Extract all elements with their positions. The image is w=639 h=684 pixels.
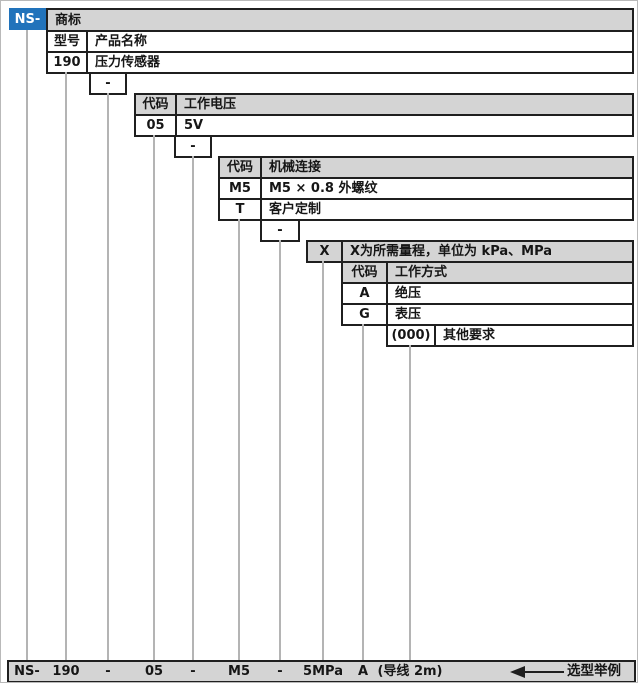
connector-line-mech [238, 219, 240, 661]
mech-desc-cell-t: 客户定制 [260, 198, 634, 221]
mech-header: 机械连接 [260, 156, 634, 179]
separator-cell-3: - [260, 219, 300, 242]
connector-line-model [65, 72, 67, 661]
mode-header: 工作方式 [386, 261, 634, 284]
mode-desc-cell-a: 绝压 [386, 282, 634, 305]
other-desc-cell: 其他要求 [434, 324, 634, 347]
connector-line-voltage [153, 135, 155, 661]
other-code-cell: (000) [386, 324, 436, 347]
example-token-mech: M5 [228, 664, 250, 679]
example-bar [7, 660, 636, 682]
separator-cell-2: - [174, 135, 212, 158]
example-token-sep3: - [277, 664, 283, 679]
mode-code-header: 代码 [341, 261, 388, 284]
example-token-model: 190 [52, 664, 80, 679]
example-token-lead: (导线 2m) [377, 664, 443, 679]
left-arrow-shaft [523, 670, 564, 673]
connector-line-prefix [26, 30, 28, 661]
voltage-value-cell: 5V [175, 114, 634, 137]
left-arrow-icon [510, 665, 525, 678]
voltage-code-header: 代码 [134, 93, 177, 116]
model-column-header: 型号 [46, 30, 88, 53]
product-name-cell: 压力传感器 [86, 51, 634, 74]
connector-line-sep1 [107, 93, 109, 661]
connector-line-sep3 [279, 240, 281, 661]
model-prefix-badge: NS- [9, 8, 46, 30]
connector-line-range [322, 261, 324, 661]
mode-code-cell-g: G [341, 303, 388, 326]
mech-code-cell-m5: M5 [218, 177, 262, 200]
example-token-sep2: - [190, 664, 196, 679]
mode-code-cell-a: A [341, 282, 388, 305]
brand-header-cell: 商标 [46, 8, 634, 32]
example-label: 选型举例 [567, 663, 621, 679]
connector-line-other [409, 345, 411, 661]
model-code-cell: 190 [46, 51, 88, 74]
example-token-range: 5MPa [303, 664, 343, 679]
connector-line-mode [362, 324, 364, 661]
voltage-header: 工作电压 [175, 93, 634, 116]
separator-cell-1: - [89, 72, 127, 95]
example-token-prefix: NS- [14, 664, 40, 679]
voltage-code-cell: 05 [134, 114, 177, 137]
product-name-column-header: 产品名称 [86, 30, 634, 53]
example-token-voltage: 05 [144, 664, 164, 679]
mech-desc-cell-m5: M5 × 0.8 外螺纹 [260, 177, 634, 200]
mech-code-cell-t: T [218, 198, 262, 221]
mech-code-header: 代码 [218, 156, 262, 179]
range-desc-cell: X为所需量程，单位为 kPa、MPa [341, 240, 634, 263]
range-code-cell: X [306, 240, 343, 263]
example-token-sep1: - [105, 664, 111, 679]
connector-line-sep2 [192, 156, 194, 661]
example-token-mode: A [357, 664, 369, 679]
mode-desc-cell-g: 表压 [386, 303, 634, 326]
